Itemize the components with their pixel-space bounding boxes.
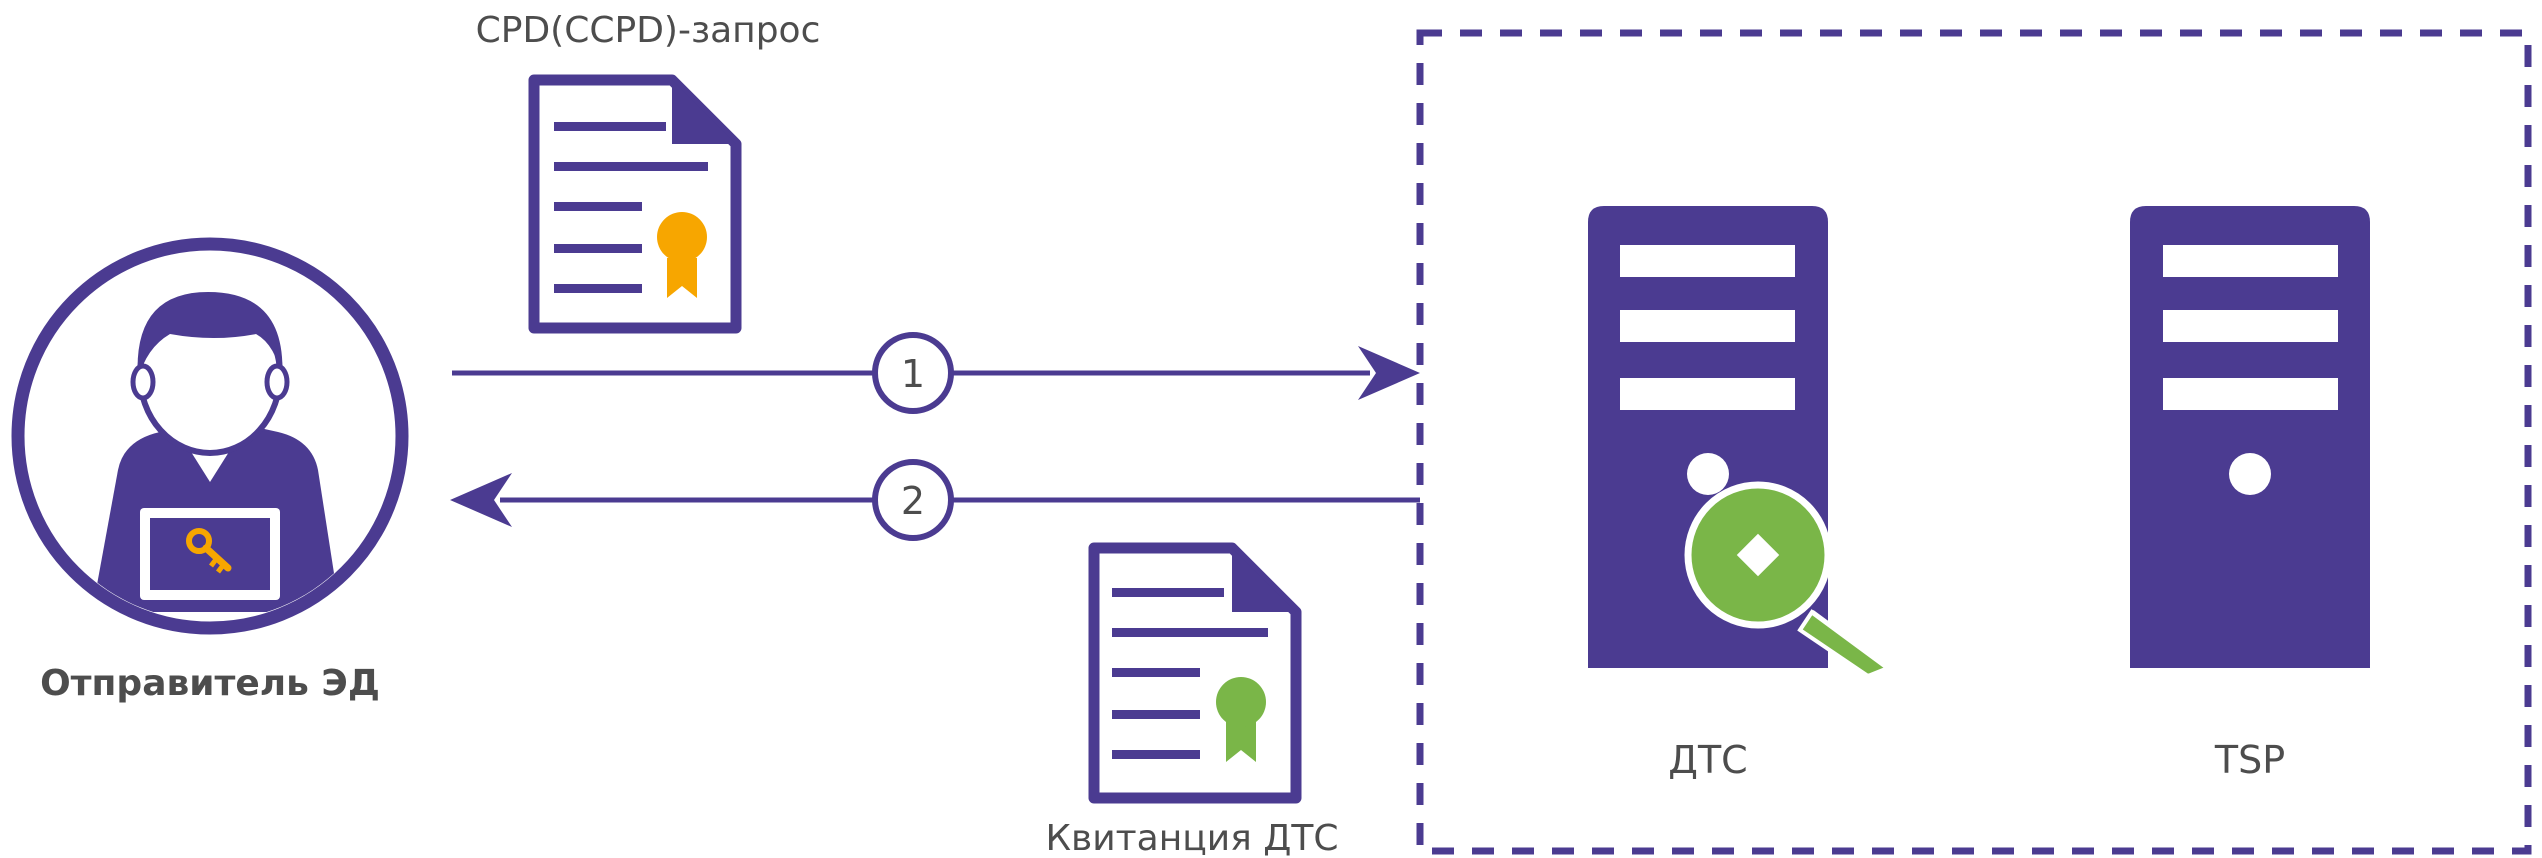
server-group-border <box>1416 29 2532 855</box>
request-label: CPD(CCPD)-запрос <box>476 10 821 51</box>
receipt-label: Квитанция ДТС <box>1046 818 1339 858</box>
tsp-server-icon <box>2130 206 2370 668</box>
step-2-arrow <box>450 473 1420 527</box>
dts-label: ДТС <box>1668 738 1747 782</box>
sender-key-icon <box>186 528 232 574</box>
receipt-document-icon <box>1088 542 1302 804</box>
step-1-badge: 1 <box>872 332 954 414</box>
receipt-seal-icon <box>1216 677 1266 762</box>
request-document-icon <box>528 74 742 334</box>
tsp-label: TSP <box>2214 738 2285 782</box>
step-2-number: 2 <box>901 479 925 523</box>
sender-avatar-icon <box>11 237 409 635</box>
request-seal-icon <box>657 212 707 298</box>
sender-label: Отправитель ЭД <box>40 663 380 704</box>
step-2-badge: 2 <box>872 459 954 541</box>
step-1-number: 1 <box>901 352 925 396</box>
dts-key-icon <box>1684 481 1893 679</box>
